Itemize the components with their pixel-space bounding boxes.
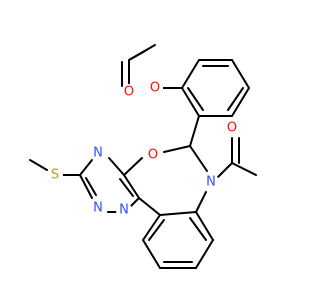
atom-label: O bbox=[124, 85, 134, 100]
atom-label: N bbox=[93, 146, 103, 161]
atom-s-methylthio: S bbox=[47, 167, 63, 183]
atom-n-triazine-2: N bbox=[90, 200, 106, 216]
atom-labels: O O O O N N N N bbox=[47, 80, 240, 218]
bond bbox=[217, 162, 233, 178]
bond bbox=[142, 214, 161, 241]
bond bbox=[142, 239, 161, 269]
bond bbox=[189, 145, 208, 172]
atom-n-amide: N bbox=[203, 174, 219, 190]
atom-label: O bbox=[150, 81, 160, 96]
bond bbox=[195, 239, 214, 269]
bond bbox=[195, 211, 214, 241]
atom-o-amide: O bbox=[224, 120, 240, 136]
molecule-structure-diagram: O O O O N N N N bbox=[29, 44, 257, 269]
bond bbox=[231, 59, 250, 89]
bond bbox=[79, 174, 93, 199]
bond bbox=[138, 197, 161, 216]
bond bbox=[159, 211, 197, 216]
bond bbox=[123, 174, 140, 199]
bond bbox=[148, 219, 165, 241]
atom-label: N bbox=[119, 203, 129, 218]
bond bbox=[187, 87, 204, 111]
bond bbox=[227, 87, 244, 111]
atom-label: O bbox=[148, 148, 158, 163]
atom-o-ester-carbonyl: O bbox=[121, 84, 137, 100]
bond-lines bbox=[29, 44, 257, 269]
bond bbox=[195, 191, 207, 213]
atom-n-triazine-4: N bbox=[90, 145, 106, 161]
atom-o-ester: O bbox=[147, 80, 163, 96]
bond bbox=[29, 159, 48, 171]
bond bbox=[181, 87, 200, 117]
bond bbox=[119, 178, 134, 197]
bond bbox=[231, 87, 250, 117]
bond bbox=[85, 177, 97, 196]
bond bbox=[108, 157, 125, 176]
bond bbox=[189, 115, 200, 147]
bond bbox=[231, 162, 257, 176]
bond bbox=[123, 157, 143, 176]
bond bbox=[128, 50, 146, 61]
atom-o-ring: O bbox=[145, 147, 161, 163]
bond bbox=[189, 217, 207, 241]
atom-label: S bbox=[51, 168, 59, 183]
bond bbox=[181, 59, 200, 89]
atom-n-triazine-1: N bbox=[116, 202, 132, 218]
atom-label: O bbox=[227, 121, 237, 136]
atom-label: N bbox=[206, 175, 216, 190]
bond bbox=[163, 145, 191, 153]
bond bbox=[79, 159, 93, 176]
atom-label: N bbox=[93, 201, 103, 216]
